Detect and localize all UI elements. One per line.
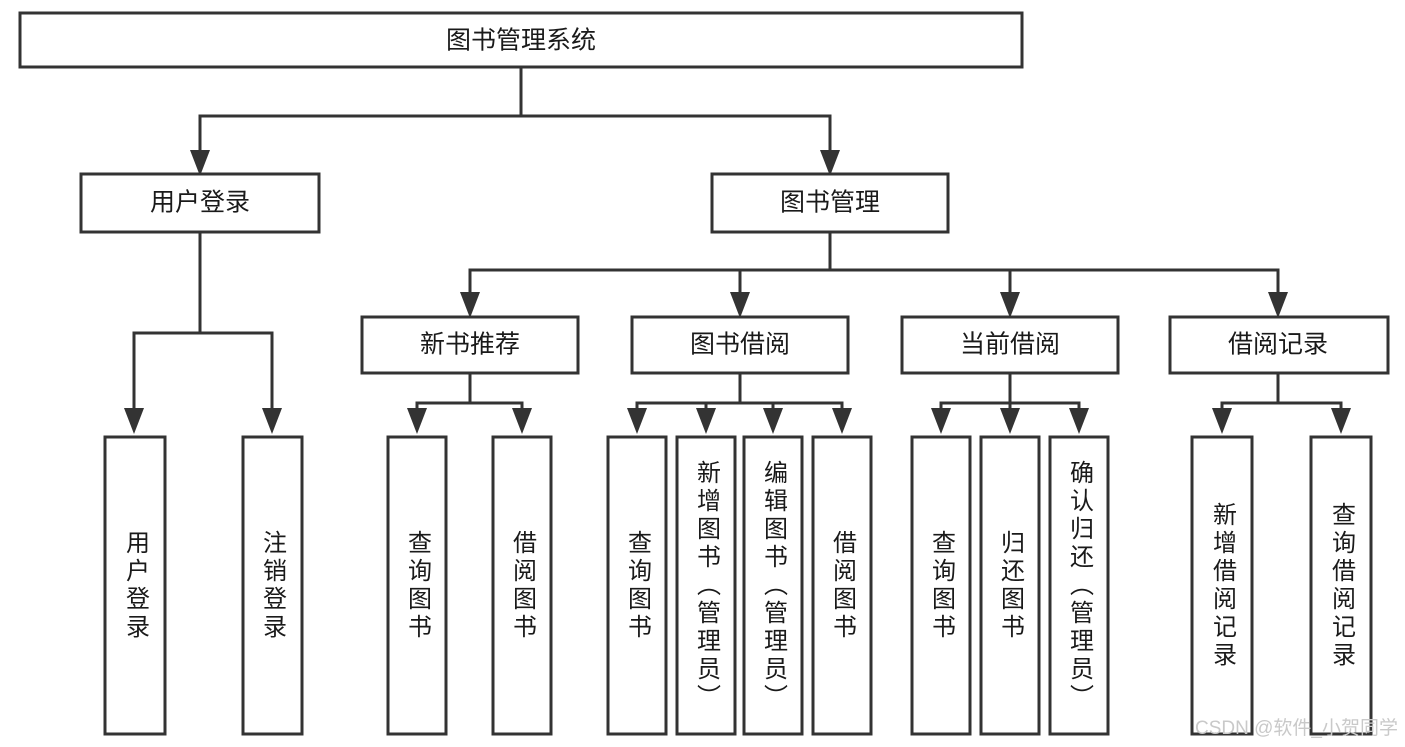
arrow-head-leaf-2 bbox=[262, 408, 282, 434]
node-leaf-4-label: 借阅图书 bbox=[509, 530, 537, 642]
node-root-label: 图书管理系统 bbox=[446, 27, 596, 55]
node-leaf-12[interactable]: 新增借阅记录 bbox=[1190, 435, 1254, 736]
node-newbook-box[interactable] bbox=[360, 315, 580, 375]
arrow-head-leaf-13 bbox=[1331, 408, 1351, 434]
arrow-head-leaf-7 bbox=[763, 408, 783, 434]
node-leaf-10[interactable]: 归还图书 bbox=[979, 435, 1041, 736]
node-leaf-8-box[interactable] bbox=[811, 435, 873, 736]
connector-group-borrow-to-leaves bbox=[627, 371, 852, 434]
connector-group-bookmgmt-to-level2 bbox=[460, 230, 1288, 318]
node-leaf-12-box[interactable] bbox=[1190, 435, 1254, 736]
arrow-head-bookmgmt bbox=[820, 150, 840, 176]
connector-group-records-to-leaves bbox=[1212, 371, 1351, 434]
node-records-label: 借阅记录 bbox=[1228, 331, 1328, 359]
node-leaf-2-label: 注销登录 bbox=[259, 530, 287, 642]
arrow-head-leaf-8 bbox=[832, 408, 852, 434]
arrow-head-leaf-9 bbox=[931, 408, 951, 434]
connector-group-login-to-leaves bbox=[124, 230, 282, 434]
arrow-head-leaf-6 bbox=[696, 408, 716, 434]
arrow-head-leaf-10 bbox=[1000, 408, 1020, 434]
node-root[interactable]: 图书管理系统 bbox=[18, 11, 1024, 69]
node-borrow-label: 图书借阅 bbox=[690, 331, 790, 359]
watermark-label: CSDN @软件_小贺同学 bbox=[1195, 717, 1398, 739]
node-leaf-12-label: 新增借阅记录 bbox=[1209, 502, 1237, 670]
arrow-head-leaf-5 bbox=[627, 408, 647, 434]
arrow-head-leaf-11 bbox=[1069, 408, 1089, 434]
node-newbook-label: 新书推荐 bbox=[420, 331, 520, 359]
node-borrow[interactable]: 图书借阅 bbox=[630, 315, 850, 375]
node-bookmgmt-box[interactable] bbox=[710, 172, 950, 234]
node-leaf-6[interactable]: 新增图书（管理员） bbox=[675, 435, 737, 736]
node-leaf-5[interactable]: 查询图书 bbox=[606, 435, 668, 736]
node-login-label: 用户登录 bbox=[150, 189, 250, 217]
node-leaf-13-label: 查询借阅记录 bbox=[1328, 502, 1356, 670]
node-leaf-10-label: 归还图书 bbox=[997, 530, 1025, 642]
node-leaf-7-label: 编辑图书（管理员） bbox=[760, 460, 788, 712]
node-leaf-2-box[interactable] bbox=[241, 435, 304, 736]
node-bookmgmt[interactable]: 图书管理 bbox=[710, 172, 950, 234]
arrow-head-records bbox=[1268, 292, 1288, 318]
node-leaf-13-box[interactable] bbox=[1309, 435, 1373, 736]
node-leaf-3-box[interactable] bbox=[386, 435, 448, 736]
node-leaf-11-label: 确认归还（管理员） bbox=[1066, 460, 1094, 712]
node-leaf-7-box[interactable] bbox=[742, 435, 804, 736]
arrow-head-borrow bbox=[730, 292, 750, 318]
node-current-label: 当前借阅 bbox=[960, 331, 1060, 359]
arrow-head-leaf-1 bbox=[124, 408, 144, 434]
node-leaf-4[interactable]: 借阅图书 bbox=[491, 435, 553, 736]
node-leaf-7[interactable]: 编辑图书（管理员） bbox=[742, 435, 804, 736]
node-leaf-8[interactable]: 借阅图书 bbox=[811, 435, 873, 736]
node-leaf-1[interactable]: 用户登录 bbox=[103, 435, 167, 736]
node-newbook[interactable]: 新书推荐 bbox=[360, 315, 580, 375]
node-leaf-8-label: 借阅图书 bbox=[829, 530, 857, 642]
node-leaf-1-box[interactable] bbox=[103, 435, 167, 736]
arrow-head-leaf-12 bbox=[1212, 408, 1232, 434]
arrow-head-login bbox=[190, 150, 210, 176]
arrow-head-leaf-3 bbox=[407, 408, 427, 434]
node-leaf-2[interactable]: 注销登录 bbox=[241, 435, 304, 736]
node-leaf-11[interactable]: 确认归还（管理员） bbox=[1048, 435, 1110, 736]
connector-group-root-to-level1 bbox=[190, 65, 840, 176]
connector-group-newbook-to-leaves bbox=[407, 371, 532, 434]
node-current[interactable]: 当前借阅 bbox=[900, 315, 1120, 375]
node-login[interactable]: 用户登录 bbox=[79, 172, 321, 234]
node-leaf-3-label: 查询图书 bbox=[404, 530, 432, 642]
node-login-box[interactable] bbox=[79, 172, 321, 234]
node-leaf-9-label: 查询图书 bbox=[928, 530, 956, 642]
node-current-box[interactable] bbox=[900, 315, 1120, 375]
arrow-head-newbook bbox=[460, 292, 480, 318]
node-bookmgmt-label: 图书管理 bbox=[780, 189, 880, 217]
arrow-head-leaf-4 bbox=[512, 408, 532, 434]
node-records[interactable]: 借阅记录 bbox=[1168, 315, 1390, 375]
node-leaf-1-label: 用户登录 bbox=[122, 530, 150, 642]
node-leaf-9[interactable]: 查询图书 bbox=[910, 435, 972, 736]
node-leaf-11-box[interactable] bbox=[1048, 435, 1110, 736]
node-leaf-10-box[interactable] bbox=[979, 435, 1041, 736]
node-leaf-3[interactable]: 查询图书 bbox=[386, 435, 448, 736]
node-leaf-13[interactable]: 查询借阅记录 bbox=[1309, 435, 1373, 736]
node-leaf-6-box[interactable] bbox=[675, 435, 737, 736]
node-borrow-box[interactable] bbox=[630, 315, 850, 375]
node-leaf-6-label: 新增图书（管理员） bbox=[693, 460, 721, 712]
node-records-box[interactable] bbox=[1168, 315, 1390, 375]
node-leaf-5-box[interactable] bbox=[606, 435, 668, 736]
node-leaf-4-box[interactable] bbox=[491, 435, 553, 736]
node-leaf-5-label: 查询图书 bbox=[624, 530, 652, 642]
node-leaf-9-box[interactable] bbox=[910, 435, 972, 736]
arrow-head-current bbox=[1000, 292, 1020, 318]
node-root-box[interactable] bbox=[18, 11, 1024, 69]
connector-group-current-to-leaves bbox=[931, 371, 1089, 434]
